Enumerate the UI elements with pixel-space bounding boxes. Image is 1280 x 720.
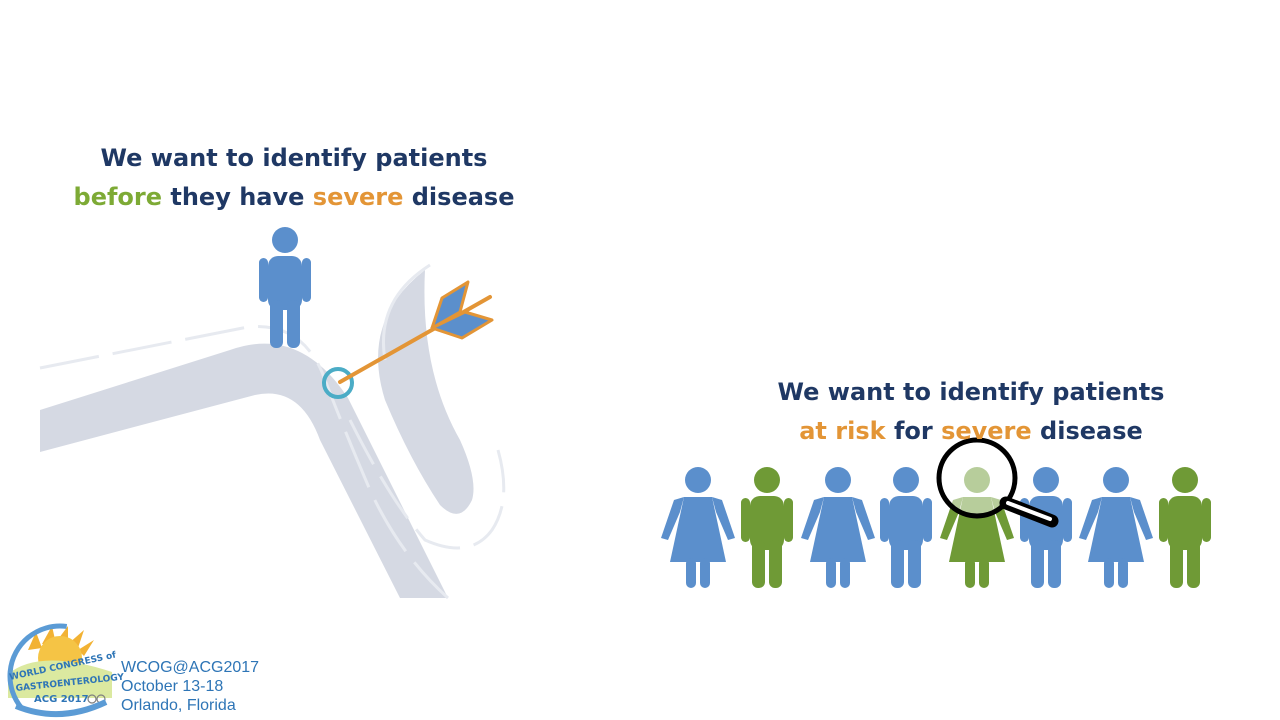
man-icon (741, 467, 793, 588)
woman-icon (1079, 467, 1153, 588)
footer-info: WCOG@ACG2017 October 13-18 Orlando, Flor… (121, 658, 259, 715)
target-icon (322, 367, 354, 399)
person-icon (259, 227, 311, 348)
word-before: before (73, 183, 163, 211)
word-severe: severe (312, 183, 404, 211)
footer-location: Orlando, Florida (121, 697, 236, 714)
word-disease: disease (411, 183, 515, 211)
heading-before-severe: We want to identify patients before they… (40, 139, 548, 217)
magnifying-glass-icon (936, 437, 1059, 528)
people-row (661, 467, 1211, 588)
word-at-risk: at risk (799, 417, 886, 445)
heading-line-1: We want to identify patients (777, 378, 1165, 406)
footer-handle: WCOG@ACG2017 (121, 659, 260, 676)
woman-icon (801, 467, 875, 588)
arrow-icon (338, 280, 494, 384)
heading-line-1: We want to identify patients (100, 144, 488, 172)
word-for: for (893, 417, 933, 445)
word-they-have: they have (170, 183, 305, 211)
man-icon (1020, 467, 1072, 588)
woman-icon (661, 467, 735, 588)
man-icon (880, 467, 932, 588)
word-disease: disease (1040, 417, 1143, 445)
man-icon (1159, 467, 1211, 588)
heading-line-2: before they have severe disease (40, 178, 548, 217)
heading-line-2: at risk for severe disease (732, 412, 1210, 451)
logo-text-3: ACG 2017 (34, 694, 89, 705)
footer-dates: October 13-18 (121, 678, 224, 695)
congress-logo: WORLD CONGRESS of GASTROENTEROLOGY ACG 2… (7, 623, 125, 720)
heading-at-risk: We want to identify patients at risk for… (732, 373, 1210, 451)
word-severe: severe (941, 417, 1032, 445)
